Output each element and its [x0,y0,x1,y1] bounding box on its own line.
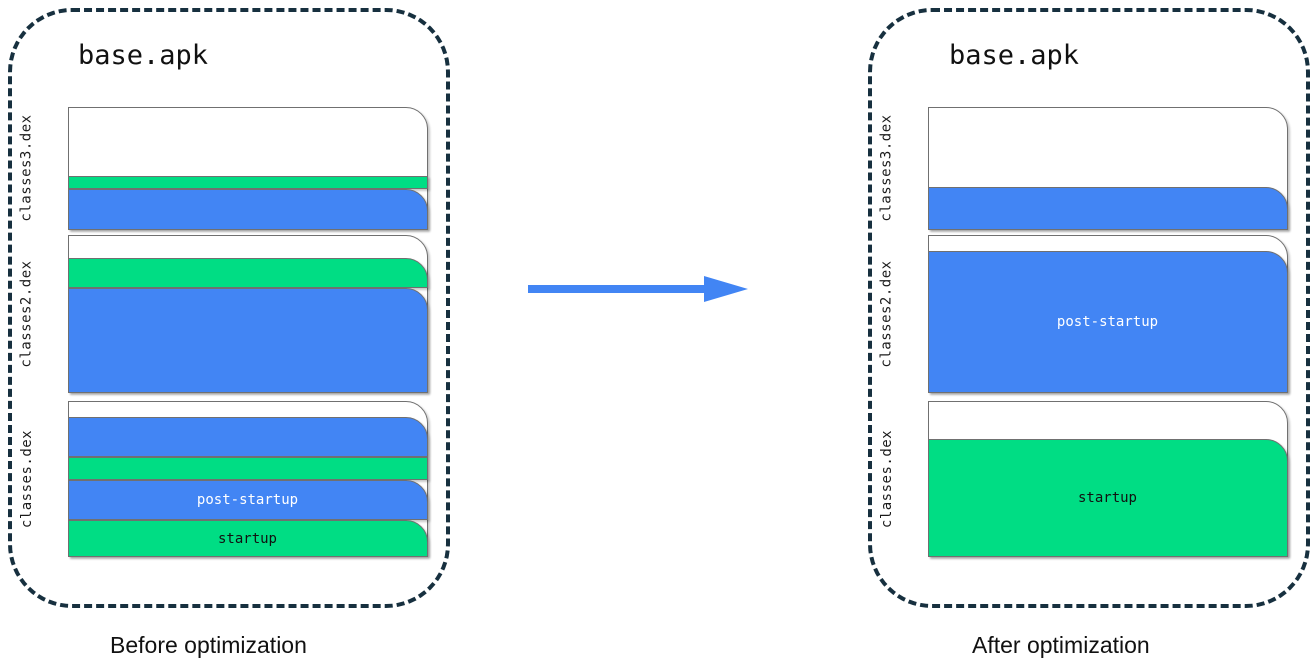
dex-label-text: classes3.dex [19,114,35,222]
dex-label-classes-after: classes.dex [872,401,902,556]
before-optimization-panel: base.apk classes3.dex classes2.dex [8,8,450,608]
dex-label-classes3-after: classes3.dex [872,107,902,229]
segment-label: post-startup [196,492,299,508]
dex-label-text: classes.dex [879,429,895,528]
caption-after: After optimization [972,632,1150,658]
dex-group-classes3-after: classes3.dex [872,107,1314,230]
segment-label: startup [1077,490,1137,506]
dex-box-classes2-before [67,235,428,393]
dex-box-classes-after: startup [927,401,1288,557]
segment-startup [67,176,428,189]
after-optimization-panel: base.apk classes3.dex classes2.dex post-… [868,8,1310,608]
apk-title-after: base.apk [949,40,1080,71]
dex-label-classes2-before: classes2.dex [12,235,42,392]
dex-group-classes3-before: classes3.dex [12,107,454,230]
dex-box-classes-before: post-startup startup [67,401,428,557]
dex-label-text: classes.dex [19,429,35,528]
apk-title-before: base.apk [78,40,209,71]
dex-box-classes3-after [927,107,1288,230]
dex-group-classes-after: classes.dex startup [872,401,1314,557]
dex-label-text: classes2.dex [879,259,895,368]
dex-group-classes-before: classes.dex post-startup startup [12,401,454,557]
dex-label-text: classes3.dex [879,114,895,222]
segment-label: post-startup [1056,314,1159,330]
segment-post-startup-labeled: post-startup [927,251,1288,393]
dex-box-classes3-before [67,107,428,230]
segment-label: startup [217,530,277,547]
dex-label-classes3-before: classes3.dex [12,107,42,229]
transformation-arrow [528,276,748,302]
caption-before: Before optimization [110,632,307,658]
dex-label-classes-before: classes.dex [12,401,42,556]
segment-startup [67,258,428,288]
segment-post-startup [927,187,1288,230]
dex-group-classes2-before: classes2.dex [12,235,454,393]
segment-startup-labeled: startup [67,520,428,557]
segment-post-startup [67,189,428,230]
arrow-icon [528,276,748,302]
dex-label-classes2-after: classes2.dex [872,235,902,392]
segment-post-startup [67,417,428,457]
segment-startup [67,457,428,480]
dex-label-text: classes2.dex [19,259,35,368]
segment-post-startup-labeled: post-startup [67,480,428,520]
segment-post-startup [67,288,428,393]
dex-box-classes2-after: post-startup [927,235,1288,393]
dex-group-classes2-after: classes2.dex post-startup [872,235,1314,393]
segment-startup-labeled: startup [927,439,1288,557]
